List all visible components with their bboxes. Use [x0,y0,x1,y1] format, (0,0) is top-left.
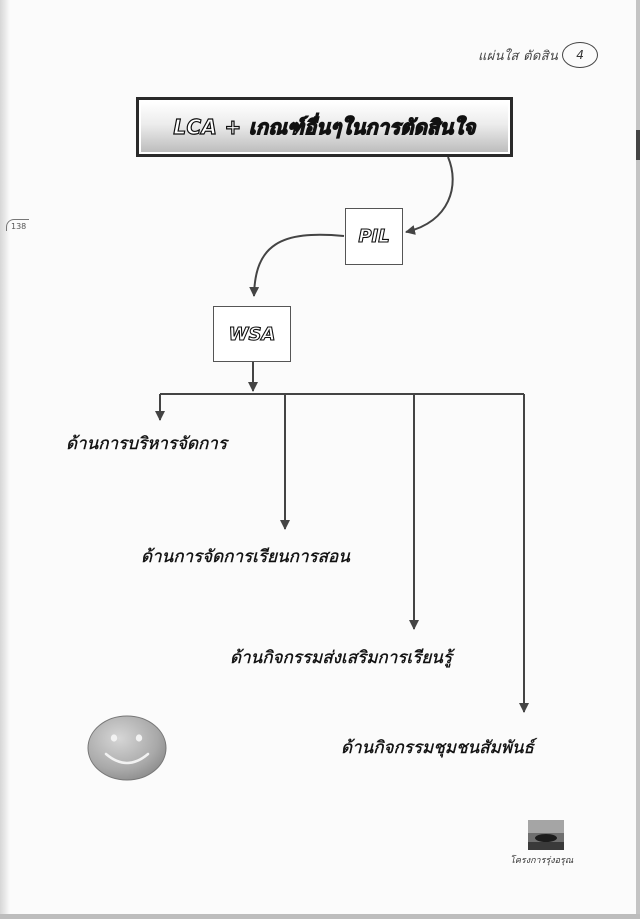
connector-title-to-pil [405,156,454,235]
branch-label-administration: ด้านการบริหารจัดการ [66,434,227,454]
pil-node: PIL [345,208,403,265]
scan-shadow-left [0,0,10,919]
scan-edge-bottom [0,914,640,919]
branch-label-community-relations: ด้านกิจกรรมชุมชนสัมพันธ์ [341,738,534,758]
scan-edge-right [636,0,640,919]
logo-caption: โครงการรุ่งอรุณ [510,856,574,866]
branch-label-learning-activities: ด้านกิจกรรมส่งเสริมการเรียนรู้ [230,648,453,668]
title-box: LCA + เกณฑ์อื่นๆในการตัดสินใจ [136,97,513,157]
page-number: 138 [6,219,30,231]
wsa-node: WSA [213,306,291,362]
diagram-title: LCA + เกณฑ์อื่นๆในการตัดสินใจ [173,114,476,139]
header-label: แผ่นใส ตัดสิน [478,48,559,64]
page-header: แผ่นใส ตัดสิน 4 [478,42,599,68]
smiley-face-icon [87,715,167,781]
project-logo-icon [528,820,564,850]
slide-number-badge: 4 [562,42,599,68]
branch-label-teaching: ด้านการจัดการเรียนการสอน [141,547,350,567]
wsa-label: WSA [228,323,276,345]
scan-mark-right [636,130,640,160]
connector-pil-to-wsa [249,233,345,297]
pil-label: PIL [358,225,390,247]
title-gradient: LCA + เกณฑ์อื่นๆในการตัดสินใจ [141,102,508,152]
